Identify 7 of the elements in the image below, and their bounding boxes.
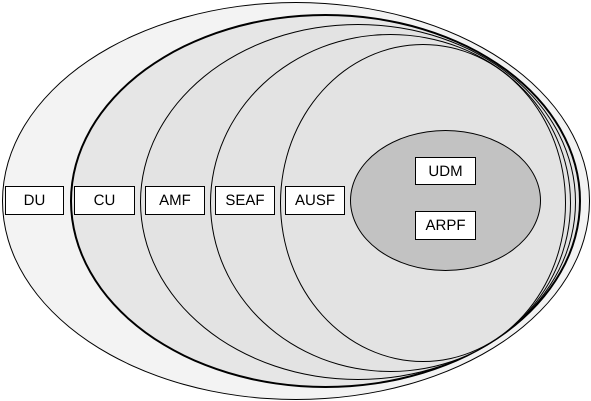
function-box: AUSF (285, 186, 345, 215)
function-box: DU (5, 186, 64, 215)
function-box: CU (74, 186, 135, 215)
function-box: UDM (415, 157, 476, 185)
function-box: ARPF (415, 211, 476, 240)
function-box: SEAF (215, 186, 275, 215)
function-box: AMF (145, 186, 205, 215)
